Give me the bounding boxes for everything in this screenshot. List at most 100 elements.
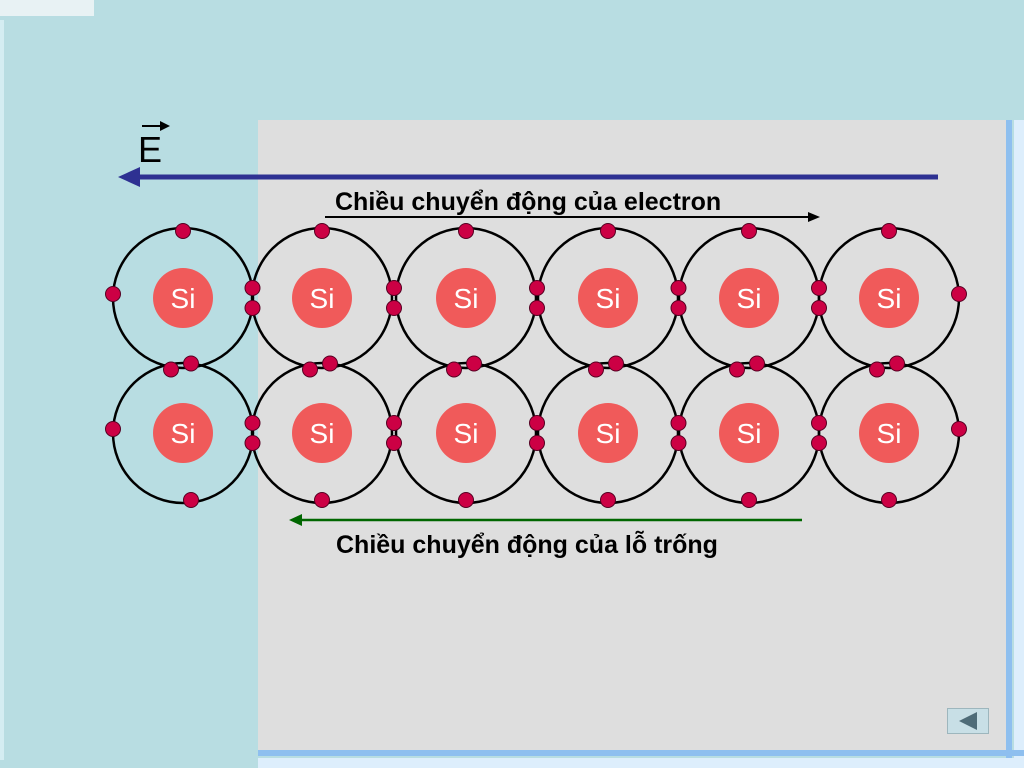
electron <box>244 415 261 431</box>
field-label: E <box>138 129 162 170</box>
electron <box>811 435 827 451</box>
electron <box>749 355 765 372</box>
si-label: Si <box>171 283 196 314</box>
si-label: Si <box>877 283 902 314</box>
triangle-left-icon <box>959 712 977 730</box>
electron <box>446 361 462 378</box>
electron <box>741 223 757 239</box>
nucleus <box>153 403 213 463</box>
nucleus <box>578 403 638 463</box>
si-label: Si <box>310 283 335 314</box>
electron <box>600 492 616 508</box>
electron <box>529 435 545 451</box>
field-vector-arrow-icon <box>142 121 170 131</box>
electron <box>183 492 199 508</box>
si-label: Si <box>596 283 621 314</box>
electron-caption: Chiều chuyển động của electron <box>335 188 721 216</box>
electron <box>881 492 897 508</box>
electron <box>244 435 261 451</box>
electron <box>386 415 402 431</box>
si-label: Si <box>310 418 335 449</box>
electron <box>386 280 402 296</box>
si-label: Si <box>737 418 762 449</box>
electron <box>811 280 827 296</box>
si-label: Si <box>171 418 196 449</box>
field-arrow <box>118 167 938 187</box>
nucleus <box>859 403 919 463</box>
electron <box>314 492 330 508</box>
electron <box>458 492 474 508</box>
nucleus <box>436 268 496 328</box>
back-button[interactable] <box>947 708 989 734</box>
nucleus <box>578 268 638 328</box>
electron <box>951 286 967 302</box>
electron <box>458 223 474 239</box>
electron <box>386 300 402 316</box>
bottom-border <box>258 750 1024 756</box>
electron <box>951 421 967 437</box>
nucleus <box>719 268 779 328</box>
si-atom: Si <box>536 226 680 370</box>
electron <box>670 415 687 431</box>
electron <box>670 300 687 316</box>
nucleus <box>859 268 919 328</box>
si-atom: Si <box>677 226 821 370</box>
si-label: Si <box>454 418 479 449</box>
si-label: Si <box>596 418 621 449</box>
si-atom: Si <box>111 361 255 505</box>
electron <box>670 435 687 451</box>
nucleus <box>719 403 779 463</box>
si-atom: Si <box>394 226 538 370</box>
si-atom: Si <box>111 226 255 370</box>
top-left-strip <box>0 0 94 16</box>
electron <box>322 355 338 372</box>
electron <box>302 361 318 378</box>
electron <box>811 300 827 316</box>
electron <box>670 280 687 296</box>
electron <box>244 300 261 316</box>
si-atom: Si <box>250 361 394 505</box>
electron <box>529 300 545 316</box>
right-border <box>1006 120 1012 760</box>
electron <box>466 355 482 372</box>
si-label: Si <box>454 283 479 314</box>
si-atom: Si <box>394 361 538 505</box>
electron <box>244 280 261 296</box>
electron <box>183 355 199 372</box>
electron <box>889 355 905 372</box>
si-label: Si <box>737 283 762 314</box>
si-atom: Si <box>536 361 680 505</box>
electron <box>386 435 402 451</box>
right-border-outer <box>1014 120 1024 768</box>
electron <box>175 223 191 239</box>
si-atom: Si <box>817 361 961 505</box>
electron <box>105 286 121 302</box>
electron <box>869 361 885 378</box>
nucleus <box>292 403 352 463</box>
electron <box>105 421 121 437</box>
electron <box>314 223 330 239</box>
electron <box>729 361 745 378</box>
electron <box>811 415 827 431</box>
si-label: Si <box>877 418 902 449</box>
electron-direction-arrow <box>325 212 820 222</box>
hole-caption: Chiều chuyển động của lỗ trống <box>336 529 718 559</box>
hole-direction-arrow <box>289 514 802 526</box>
bottom-border-outer <box>258 758 1024 768</box>
electron <box>881 223 897 239</box>
electron <box>529 415 545 431</box>
electron <box>600 223 616 239</box>
left-edge <box>0 20 4 760</box>
electron <box>741 492 757 508</box>
electron <box>588 361 604 378</box>
electron <box>608 355 624 372</box>
nucleus <box>153 268 213 328</box>
si-atom: Si <box>250 226 394 370</box>
electron <box>529 280 545 296</box>
si-atom: Si <box>677 361 821 505</box>
nucleus <box>292 268 352 328</box>
si-atom: Si <box>817 226 961 370</box>
electron <box>163 361 179 378</box>
